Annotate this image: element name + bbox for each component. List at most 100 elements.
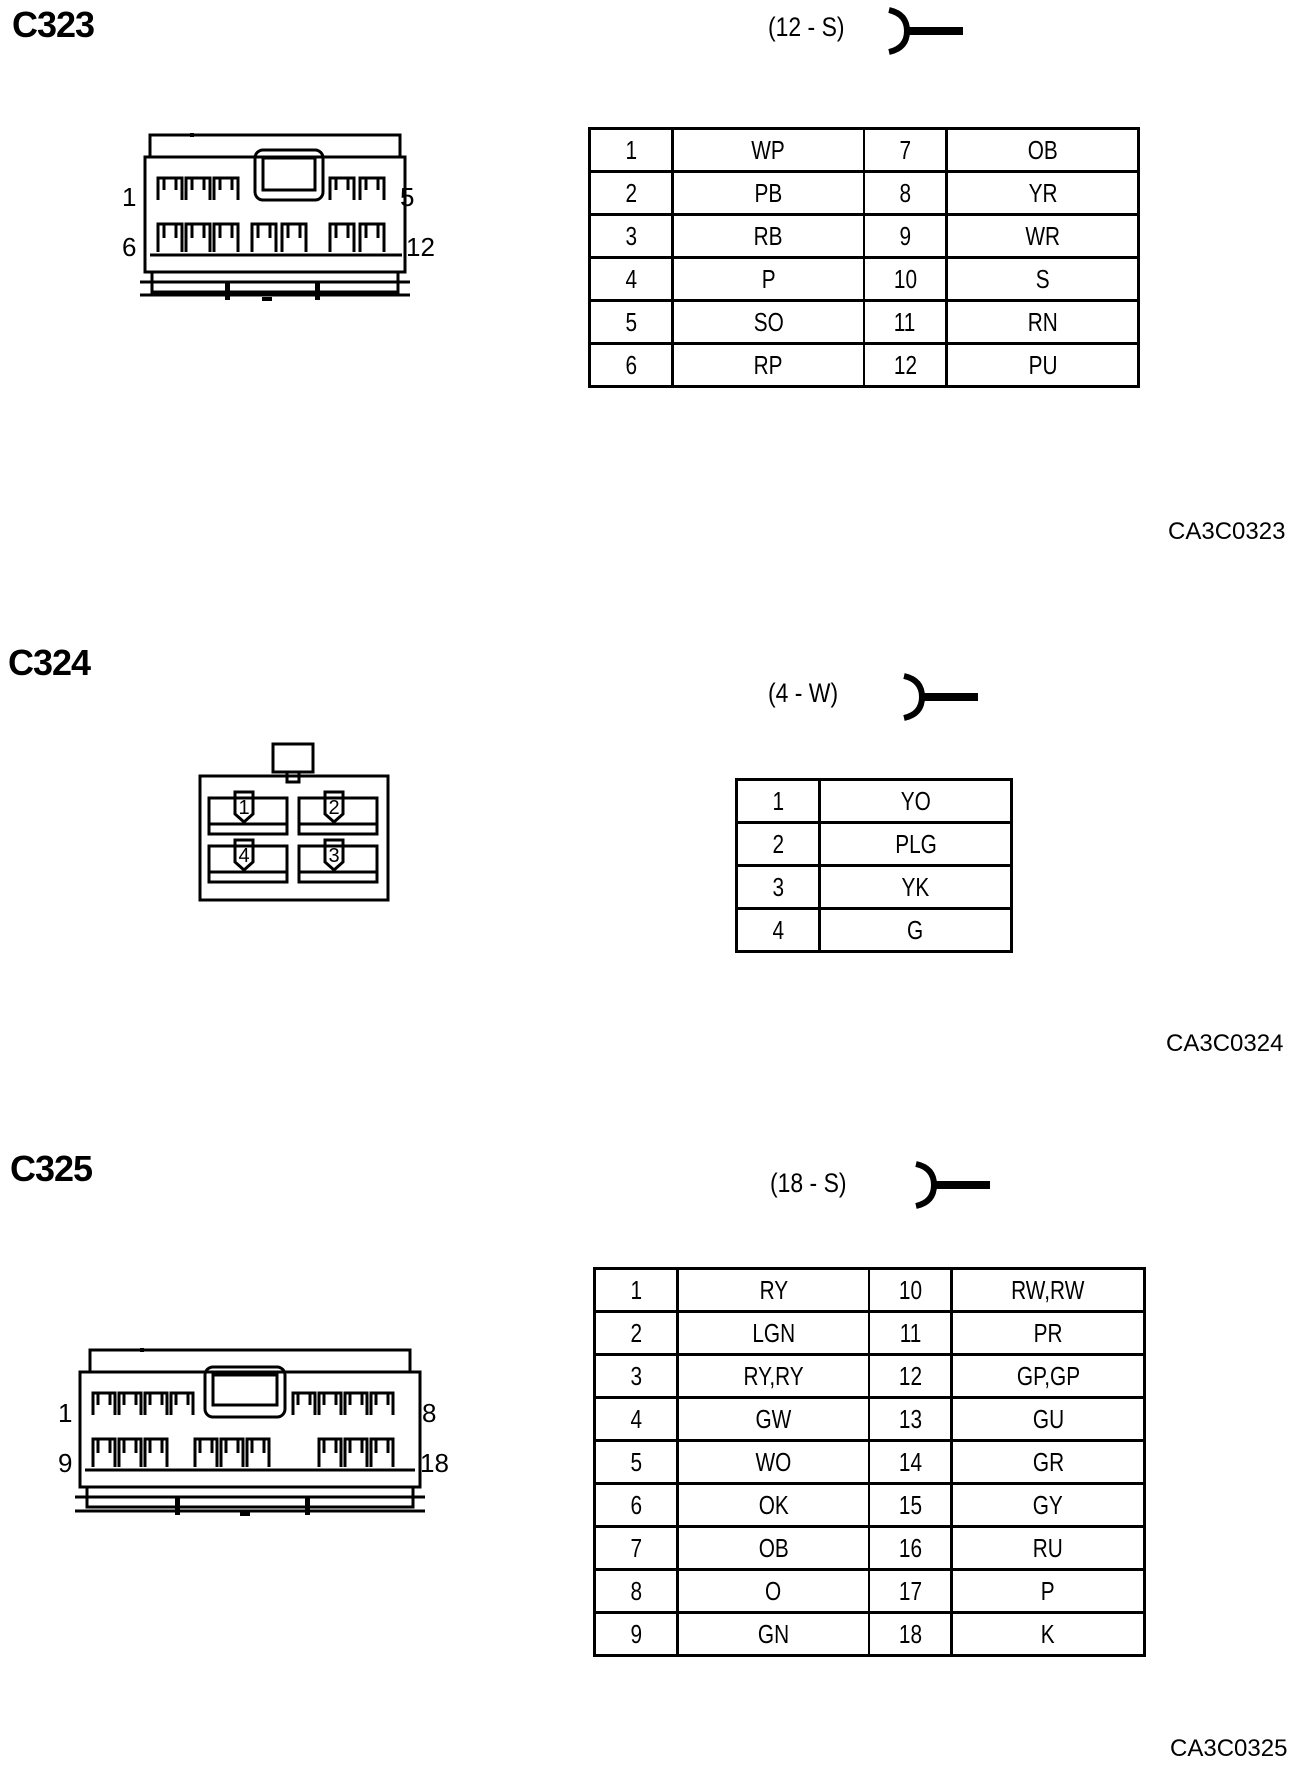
connector-title: C325 bbox=[10, 1148, 93, 1189]
pin-number: 11 bbox=[862, 299, 949, 345]
pin-number: 2 bbox=[593, 1310, 679, 1356]
pinout-table-c324: 1 YO 2 PLG 3 YK 4 G bbox=[735, 778, 1013, 953]
pin-label: 5 bbox=[400, 182, 415, 212]
pin-row-top bbox=[156, 176, 386, 200]
wire-color: OB bbox=[945, 127, 1140, 173]
pin-number: 2 bbox=[588, 170, 675, 216]
wire-color: G bbox=[818, 907, 1013, 953]
wire-color: GW bbox=[676, 1396, 870, 1442]
pin-number: 5 bbox=[593, 1439, 679, 1485]
pin-number: 14 bbox=[867, 1439, 954, 1485]
female-terminal-icon bbox=[915, 1161, 990, 1209]
wire-color: GU bbox=[950, 1396, 1146, 1442]
pin-label: 1 bbox=[122, 182, 137, 212]
wire-color: K bbox=[950, 1611, 1146, 1657]
pin-label: 6 bbox=[122, 232, 137, 262]
female-terminal-icon bbox=[903, 673, 978, 721]
table-row: 4 GW 13 GU bbox=[593, 1396, 1146, 1442]
wire-color: WO bbox=[676, 1439, 870, 1485]
cavity-number: 2 bbox=[328, 797, 339, 819]
pin-number: 1 bbox=[593, 1267, 679, 1313]
connector-title: C324 bbox=[8, 642, 91, 683]
wire-color: YO bbox=[818, 778, 1013, 824]
figure-code: CA3C0323 bbox=[1168, 518, 1286, 545]
connector-face-c323 bbox=[140, 133, 410, 301]
pin-number: 5 bbox=[588, 299, 675, 345]
pin-number: 6 bbox=[588, 342, 675, 388]
pin-number: 1 bbox=[735, 778, 822, 824]
pin-number: 3 bbox=[588, 213, 675, 259]
pin-label: 8 bbox=[422, 1398, 437, 1428]
wire-color: RY bbox=[676, 1267, 870, 1313]
pin-number: 12 bbox=[867, 1353, 954, 1399]
table-row: 2 PB 8 YR bbox=[588, 170, 1140, 216]
pin-row-bottom bbox=[156, 222, 386, 252]
table-row: 9 GN 18 K bbox=[593, 1611, 1146, 1657]
wire-color: RW,RW bbox=[950, 1267, 1146, 1313]
table-row: 3 RB 9 WR bbox=[588, 213, 1140, 259]
cavity-number: 3 bbox=[328, 845, 339, 867]
table-row: 3 RY,RY 12 GP,GP bbox=[593, 1353, 1146, 1399]
wire-color: RN bbox=[945, 299, 1140, 345]
wire-color: SO bbox=[671, 299, 865, 345]
pin-number: 8 bbox=[862, 170, 949, 216]
female-terminal-icon bbox=[888, 7, 963, 55]
pin-row-top bbox=[91, 1391, 395, 1415]
wire-color: LGN bbox=[676, 1310, 870, 1356]
pin-number: 11 bbox=[867, 1310, 954, 1356]
connector-spec: (4 - W) bbox=[768, 678, 839, 708]
pin-number: 7 bbox=[593, 1525, 679, 1571]
connector-spec: (12 - S) bbox=[768, 12, 845, 42]
table-row: 2 LGN 11 PR bbox=[593, 1310, 1146, 1356]
connector-title: C323 bbox=[12, 4, 95, 45]
wire-color: P bbox=[671, 256, 865, 302]
pin-number: 9 bbox=[593, 1611, 679, 1657]
cavity-number: 1 bbox=[238, 797, 249, 819]
connector-spec: (18 - S) bbox=[770, 1168, 847, 1198]
pin-number: 15 bbox=[867, 1482, 954, 1528]
pin-number: 2 bbox=[735, 821, 822, 867]
pin-label: 9 bbox=[58, 1448, 73, 1478]
wire-color: GY bbox=[950, 1482, 1146, 1528]
table-row: 6 OK 15 GY bbox=[593, 1482, 1146, 1528]
pin-number: 1 bbox=[588, 127, 675, 173]
table-row: 3 YK bbox=[735, 864, 1013, 910]
pin-number: 8 bbox=[593, 1568, 679, 1614]
pin-number: 4 bbox=[588, 256, 675, 302]
pin-number: 4 bbox=[593, 1396, 679, 1442]
wire-color: WP bbox=[671, 127, 865, 173]
wire-color: PU bbox=[945, 342, 1140, 388]
table-row: 8 O 17 P bbox=[593, 1568, 1146, 1614]
table-row: 4 G bbox=[735, 907, 1013, 953]
wire-color: S bbox=[945, 256, 1140, 302]
pin-label: 12 bbox=[406, 232, 435, 262]
pin-number: 12 bbox=[862, 342, 949, 388]
wire-color: YR bbox=[945, 170, 1140, 216]
wire-color: GN bbox=[676, 1611, 870, 1657]
table-row: 1 WP 7 OB bbox=[588, 127, 1140, 173]
pin-row-bottom bbox=[91, 1437, 395, 1467]
pin-number: 10 bbox=[862, 256, 949, 302]
connector-face-c324: 1 2 4 3 bbox=[198, 742, 390, 902]
figure-code: CA3C0325 bbox=[1170, 1735, 1288, 1762]
pin-number: 18 bbox=[867, 1611, 954, 1657]
pin-number: 13 bbox=[867, 1396, 954, 1442]
section-c323: C323 (12 - S) bbox=[0, 0, 1312, 560]
table-row: 4 P 10 S bbox=[588, 256, 1140, 302]
pin-number: 7 bbox=[862, 127, 949, 173]
connector-face-c325 bbox=[75, 1348, 425, 1516]
pin-number: 3 bbox=[593, 1353, 679, 1399]
table-row: 6 RP 12 PU bbox=[588, 342, 1140, 388]
wire-color: RB bbox=[671, 213, 865, 259]
pin-number: 16 bbox=[867, 1525, 954, 1571]
table-row: 5 SO 11 RN bbox=[588, 299, 1140, 345]
table-row: 1 RY 10 RW,RW bbox=[593, 1267, 1146, 1313]
wire-color: OK bbox=[676, 1482, 870, 1528]
wire-color: RY,RY bbox=[676, 1353, 870, 1399]
wire-color: PR bbox=[950, 1310, 1146, 1356]
wire-color: P bbox=[950, 1568, 1146, 1614]
wire-color: YK bbox=[818, 864, 1013, 910]
pin-number: 9 bbox=[862, 213, 949, 259]
pin-number: 6 bbox=[593, 1482, 679, 1528]
table-row: 1 YO bbox=[735, 778, 1013, 824]
